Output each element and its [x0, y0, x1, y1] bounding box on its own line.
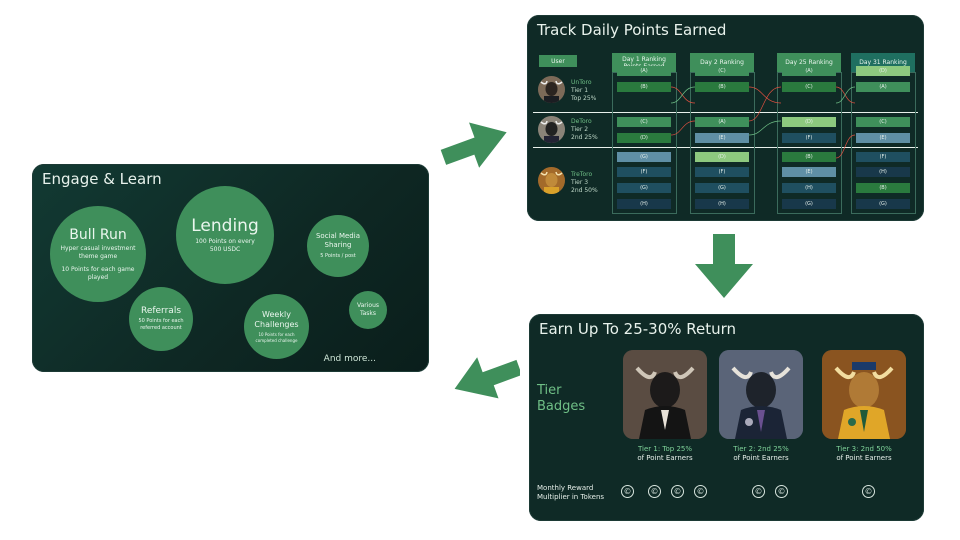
tier-1-caption: Tier 1: Top 25%of Point Earners: [637, 445, 693, 462]
ranking-cell: (G): [617, 183, 671, 193]
ranking-cell: (D): [782, 117, 836, 127]
ranking-cell: (A): [856, 82, 910, 92]
ranking-cell: (D): [856, 66, 910, 76]
ranking-cell: (B): [695, 82, 749, 92]
user-tag: User: [539, 55, 577, 67]
row-separator: [533, 147, 918, 148]
ranking-cell: (C): [782, 82, 836, 92]
token-coin-icon: ©: [862, 485, 875, 498]
tier-3-badge-image: [822, 350, 906, 439]
tier-2-caption: Tier 2: 2nd 25%of Point Earners: [733, 445, 789, 462]
ranking-cell: (H): [617, 199, 671, 209]
ranking-cell: (G): [856, 199, 910, 209]
ranking-cell: (H): [782, 183, 836, 193]
ranking-cell: (G): [782, 199, 836, 209]
earn-title: Earn Up To 25-30% Return: [539, 320, 737, 338]
avatar: [538, 167, 565, 194]
ranking-cell: (E): [695, 133, 749, 143]
tier-1-badge-image: [623, 350, 707, 439]
ranking-cell: (B): [617, 82, 671, 92]
ranking-cell: (C): [617, 117, 671, 127]
token-coin-icon: ©: [648, 485, 661, 498]
ranking-cell: (C): [695, 66, 749, 76]
ranking-cell: (G): [695, 183, 749, 193]
token-coin-icon: ©: [694, 485, 707, 498]
ranking-cell: (F): [695, 167, 749, 177]
and-more-text: And more...: [323, 354, 376, 364]
ranking-cell: (G): [617, 152, 671, 162]
token-coin-icon: ©: [752, 485, 765, 498]
ranking-cell: (A): [782, 66, 836, 76]
bubble-title: Lending: [191, 216, 259, 236]
avatar: [538, 76, 565, 103]
arrow-down-icon: [695, 234, 753, 298]
engage-title: Engage & Learn: [42, 170, 162, 188]
tier-3-caption: Tier 3: 2nd 50%of Point Earners: [836, 445, 892, 462]
ranking-cell: (D): [617, 133, 671, 143]
ranking-cell: (E): [856, 133, 910, 143]
tier-2-badge-image: [719, 350, 803, 439]
arrow-down-left-icon: [454, 357, 520, 399]
ranking-cell: (D): [695, 152, 749, 162]
engage-learn-panel: Engage & Learn Bull Run Hyper casual inv…: [32, 164, 429, 372]
row-separator: [533, 112, 918, 113]
bubble-title: Bull Run: [69, 226, 127, 243]
bubble-title: Referrals: [140, 306, 182, 316]
ranking-cell: (A): [617, 66, 671, 76]
ranking-cell: (F): [856, 152, 910, 162]
bubble-sub: 5 Points / post: [320, 253, 356, 259]
ranking-cell: (A): [695, 117, 749, 127]
token-coin-icon: ©: [775, 485, 788, 498]
avatar: [538, 116, 565, 143]
ranking-cell: (H): [695, 199, 749, 209]
ranking-connectors: [670, 86, 856, 159]
ranking-cell: (E): [782, 167, 836, 177]
ranking-cell: (H): [856, 167, 910, 177]
token-coin-icon: ©: [671, 485, 684, 498]
ranking-cell: (B): [856, 183, 910, 193]
ranking-cell: (B): [782, 152, 836, 162]
ranking-cell: (F): [617, 167, 671, 177]
arrow-up-right-icon: [440, 122, 507, 168]
ranking-cell: (F): [782, 133, 836, 143]
track-title: Track Daily Points Earned: [537, 21, 727, 39]
token-coin-icon: ©: [621, 485, 634, 498]
ranking-cell: (C): [856, 117, 910, 127]
